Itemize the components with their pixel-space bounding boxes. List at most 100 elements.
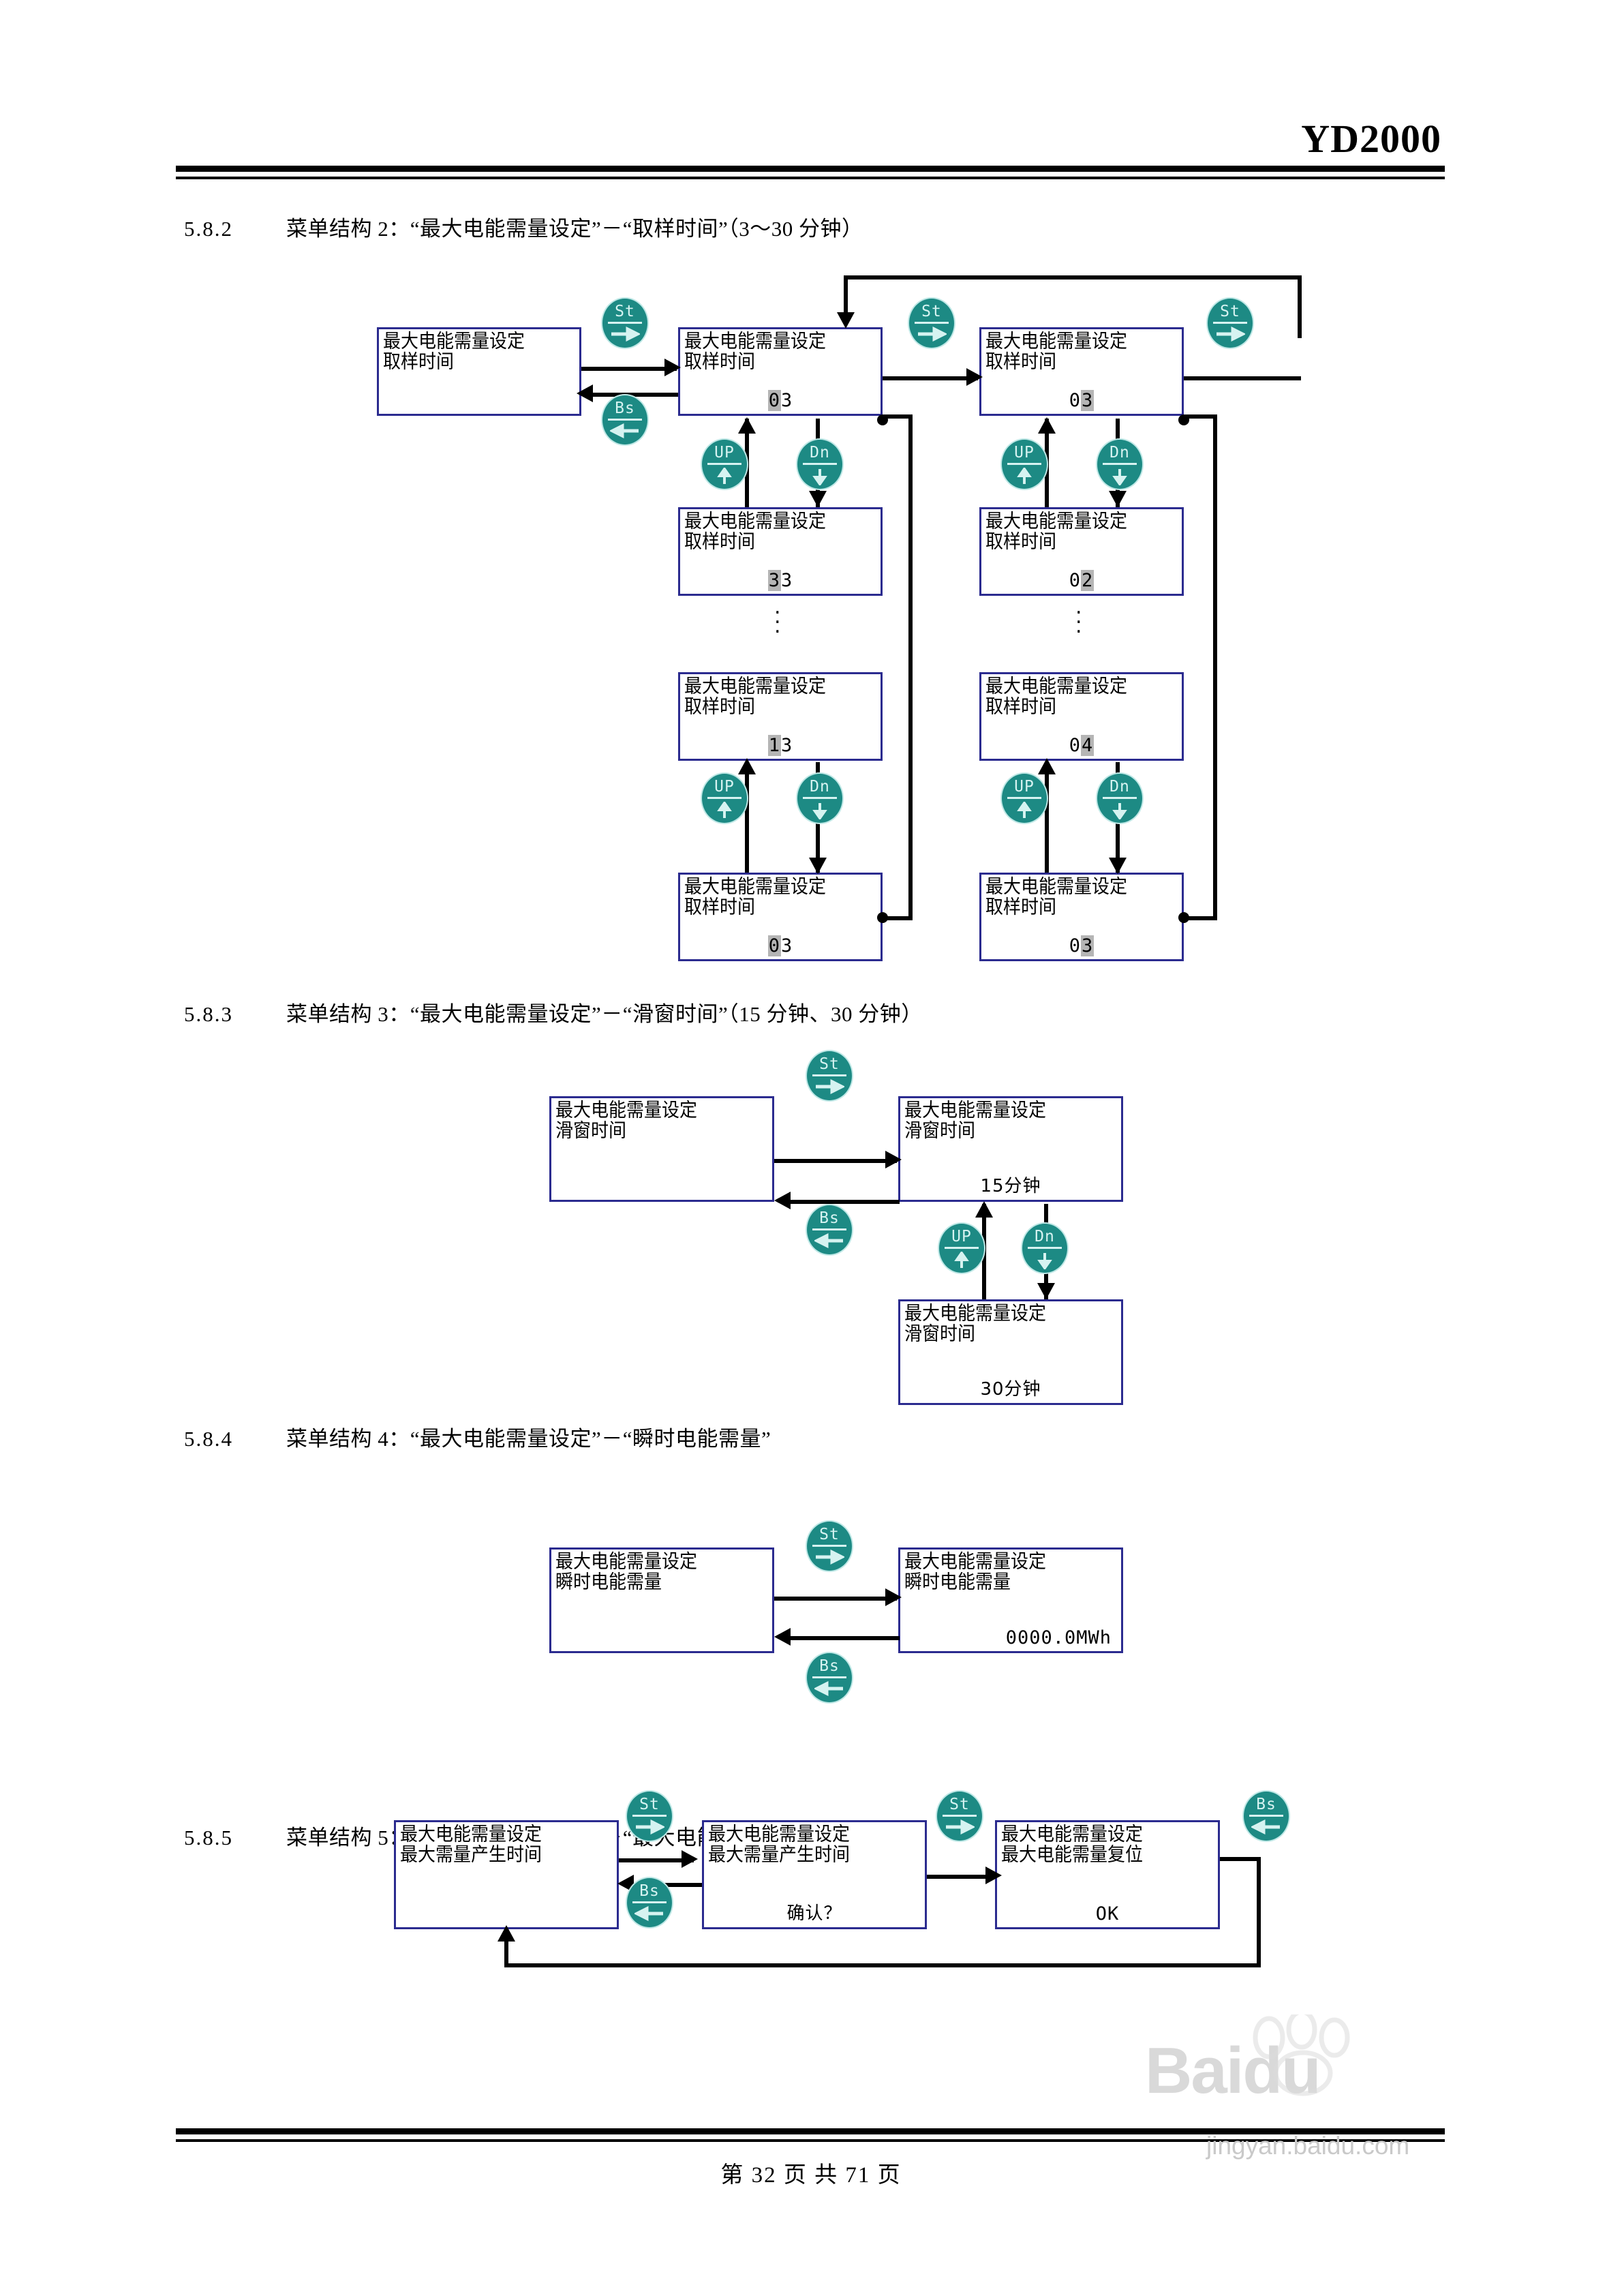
lcd-line2: 最大需量产生时间 xyxy=(708,1843,851,1866)
key-label: St xyxy=(819,1055,840,1073)
lcd-line1: 最大电能需量设定 xyxy=(684,330,827,352)
lcd-line1: 最大电能需量设定 xyxy=(985,330,1128,352)
lcd-line1: 最大电能需量设定 xyxy=(555,1550,698,1573)
arrow-583-c3-up xyxy=(975,1201,993,1218)
key-up-582-b[interactable]: UP xyxy=(1002,440,1047,489)
key-dn-582-d[interactable]: Dn xyxy=(1097,774,1142,823)
key-bs-583[interactable]: Bs xyxy=(807,1205,852,1254)
key-bs-582-a[interactable]: Bs xyxy=(602,395,647,444)
key-divider xyxy=(915,322,949,324)
connector-582-top-return-left xyxy=(844,275,848,314)
lcd-value: 15分钟 xyxy=(980,1176,1041,1196)
key-dn-583[interactable]: Dn xyxy=(1022,1224,1067,1273)
connector-582-b1-to-b2 xyxy=(581,367,677,371)
lcd-line2: 取样时间 xyxy=(684,530,756,553)
key-label: UP xyxy=(951,1228,972,1245)
connector-582-b2-to-b3 xyxy=(883,376,978,380)
arrow-down-icon xyxy=(797,468,842,485)
key-up-583[interactable]: UP xyxy=(939,1224,984,1273)
arrow-582-b9-up xyxy=(1038,758,1056,774)
junction-dot-582-d xyxy=(1178,912,1189,923)
arrow-left-icon xyxy=(807,1681,852,1699)
key-dn-582-b[interactable]: Dn xyxy=(1097,440,1142,489)
junction-dot-582-b xyxy=(877,912,888,923)
lcd-value: 30分钟 xyxy=(980,1379,1041,1400)
key-up-582-c[interactable]: UP xyxy=(702,774,747,823)
key-st-584[interactable]: St xyxy=(807,1522,852,1571)
key-divider xyxy=(803,797,837,799)
lcd-box-584-2: 最大电能需量设定 瞬时电能需量 0000.0MWh xyxy=(898,1547,1123,1653)
key-st-585-a[interactable]: St xyxy=(627,1792,672,1841)
lcd-line1: 最大电能需量设定 xyxy=(684,510,827,532)
key-label: Bs xyxy=(819,1657,840,1675)
lcd-line1: 最大电能需量设定 xyxy=(904,1550,1047,1573)
key-bs-585[interactable]: Bs xyxy=(627,1878,672,1927)
connector-585-e1-to-e2 xyxy=(619,1858,694,1862)
key-bs-585-right[interactable]: Bs xyxy=(1244,1792,1289,1841)
arrow-up-icon xyxy=(1002,802,1047,819)
key-up-582-d[interactable]: UP xyxy=(1002,774,1047,823)
key-divider xyxy=(707,463,741,465)
lcd-value: OK xyxy=(1095,1903,1120,1924)
lcd-line1: 最大电能需量设定 xyxy=(904,1302,1047,1325)
key-st-582-a[interactable]: St xyxy=(602,299,647,348)
arrow-583-c2-to-c1 xyxy=(774,1192,791,1209)
key-divider xyxy=(1249,1815,1283,1817)
key-divider xyxy=(812,1545,846,1547)
key-st-585-b[interactable]: St xyxy=(937,1792,982,1841)
key-up-582-a[interactable]: UP xyxy=(702,440,747,489)
key-label: Dn xyxy=(810,444,830,462)
key-label: Dn xyxy=(1110,778,1130,796)
arrow-582-b3-down xyxy=(1109,491,1127,507)
lcd-value-digit: 0 xyxy=(1069,935,1081,956)
key-divider xyxy=(1028,1247,1062,1249)
key-divider xyxy=(632,1815,667,1817)
key-st-582-b[interactable]: St xyxy=(909,299,954,348)
key-st-583[interactable]: St xyxy=(807,1051,852,1100)
arrow-down-icon xyxy=(1022,1252,1067,1269)
section-number-582: 5.8.2 xyxy=(184,217,233,241)
lcd-line2: 最大电能需量复位 xyxy=(1001,1843,1144,1866)
key-label: St xyxy=(615,303,635,320)
arrow-582-b2-to-b3 xyxy=(966,368,983,386)
lcd-line2: 瞬时电能需量 xyxy=(555,1571,662,1593)
section-title-582: 菜单结构 2：“最大电能需量设定”－“取样时间”（3～30 分钟） xyxy=(286,217,863,241)
lcd-value: 33 xyxy=(680,570,881,591)
lcd-box-582-8: 最大电能需量设定 取样时间 03 xyxy=(678,873,883,961)
lcd-box-583-2: 最大电能需量设定 滑窗时间 15分钟 xyxy=(898,1096,1123,1202)
section-title-583: 菜单结构 3：“最大电能需量设定”－“滑窗时间”（15 分钟、30 分钟） xyxy=(286,1002,923,1026)
lcd-line1: 最大电能需量设定 xyxy=(400,1823,542,1845)
lcd-box-582-9: 最大电能需量设定 取样时间 03 xyxy=(979,873,1184,961)
ellipsis-582-right: ... xyxy=(1075,595,1082,638)
key-divider xyxy=(812,1074,846,1076)
key-bs-584[interactable]: Bs xyxy=(807,1653,852,1702)
lcd-line2: 滑窗时间 xyxy=(904,1323,976,1345)
arrow-right-icon xyxy=(807,1079,852,1097)
arrow-585-e2-to-e3 xyxy=(985,1867,1002,1884)
arrow-582-b6-down xyxy=(809,858,827,874)
arrow-584-d1-to-d2 xyxy=(885,1588,902,1606)
header-rule-thin xyxy=(176,177,1445,179)
lcd-line1: 最大电能需量设定 xyxy=(985,875,1128,898)
arrow-582-b4-up xyxy=(738,417,756,434)
arrow-left-icon xyxy=(807,1233,852,1251)
key-label: Dn xyxy=(1035,1228,1055,1245)
lcd-box-584-1: 最大电能需量设定 瞬时电能需量 xyxy=(549,1547,774,1653)
arrow-582-b8-up xyxy=(738,758,756,774)
lcd-box-582-1: 最大电能需量设定 取样时间 xyxy=(377,327,581,416)
lcd-box-582-3: 最大电能需量设定 取样时间 03 xyxy=(979,327,1184,416)
key-label: Bs xyxy=(1256,1796,1276,1813)
arrow-582-b7-down xyxy=(1109,858,1127,874)
key-dn-582-a[interactable]: Dn xyxy=(797,440,842,489)
connector-582-b5-up xyxy=(1045,419,1049,507)
lcd-line1: 最大电能需量设定 xyxy=(708,1823,851,1845)
key-st-582-c[interactable]: St xyxy=(1208,299,1253,348)
lcd-box-585-1: 最大电能需量设定 最大需量产生时间 xyxy=(394,1820,619,1929)
junction-dot-582-c xyxy=(1178,414,1189,425)
footer-rule-thick xyxy=(176,2128,1445,2134)
connector-582-b3-out xyxy=(1184,376,1301,380)
key-dn-582-c[interactable]: Dn xyxy=(797,774,842,823)
ellipsis-582-left: ... xyxy=(774,595,781,638)
